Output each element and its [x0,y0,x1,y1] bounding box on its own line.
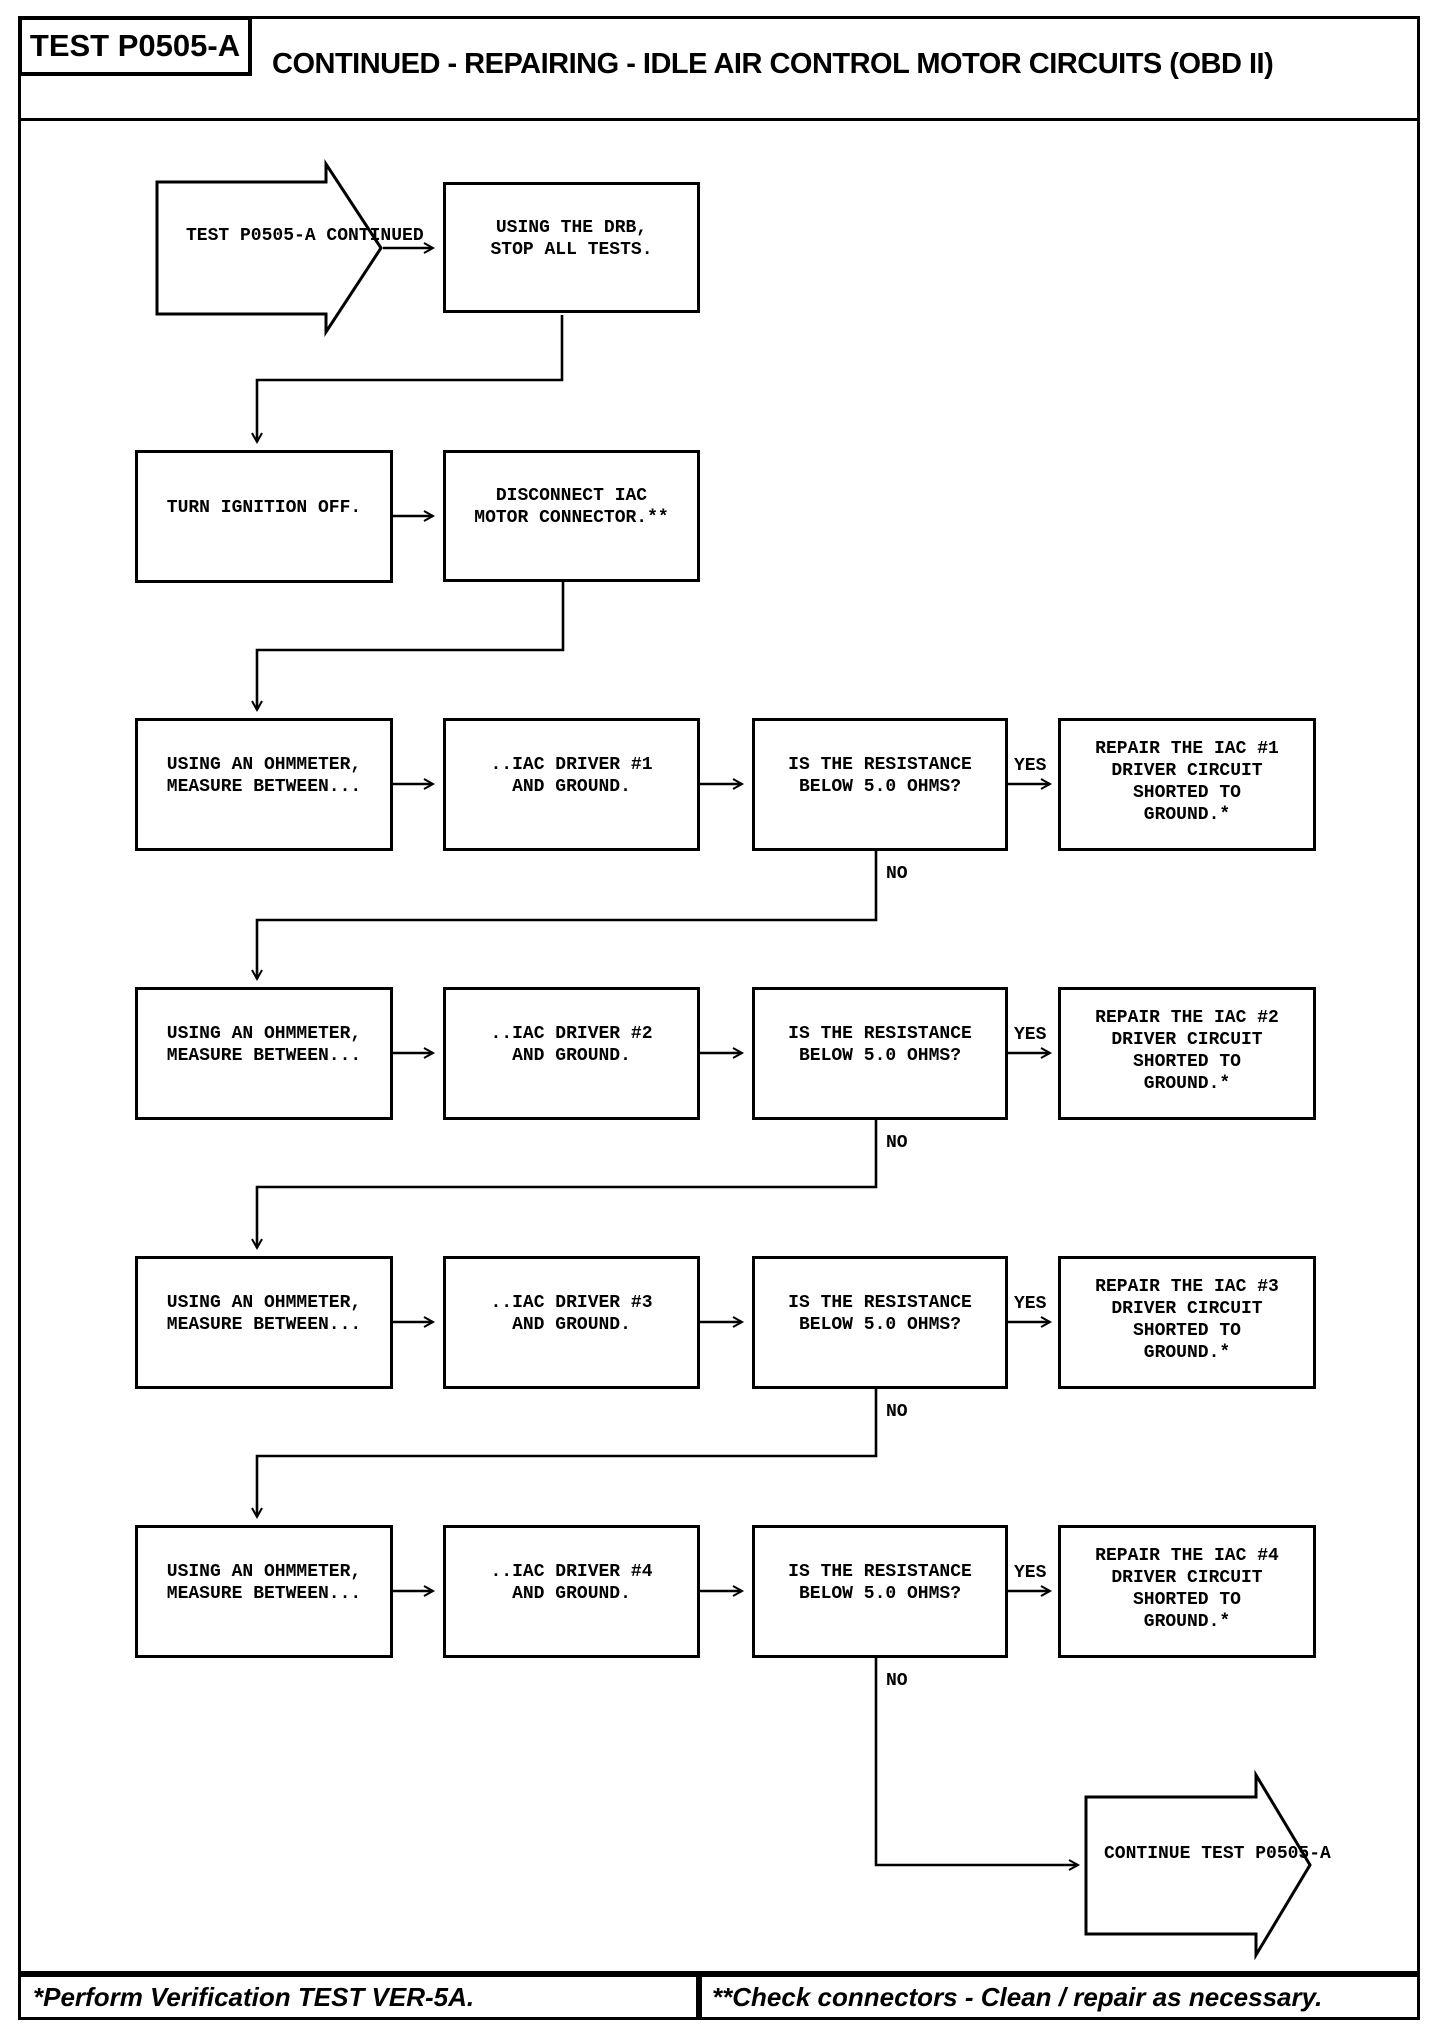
node-ignition-off: TURN IGNITION OFF. [135,450,393,583]
end-node-label: CONTINUE TEST P0505-A [1104,1844,1331,1864]
node-row1-question-label: IS THE RESISTANCE BELOW 5.0 OHMS? [788,754,972,797]
node-disconnect-iac: DISCONNECT IAC MOTOR CONNECTOR.** [443,450,700,582]
node-row2-question: IS THE RESISTANCE BELOW 5.0 OHMS? [752,987,1008,1120]
row1-no-label: NO [886,864,908,884]
node-row4-measure: USING AN OHMMETER, MEASURE BETWEEN... [135,1525,393,1658]
node-row2-question-label: IS THE RESISTANCE BELOW 5.0 OHMS? [788,1023,972,1066]
node-row4-target-label: ..IAC DRIVER #4 AND GROUND. [490,1561,653,1604]
row2-yes-label: YES [1014,1025,1047,1045]
node-row1-repair: REPAIR THE IAC #1 DRIVER CIRCUIT SHORTED… [1058,718,1316,851]
connector-row3-no [251,1389,878,1520]
row3-no-label: NO [886,1402,908,1422]
node-row2-target: ..IAC DRIVER #2 AND GROUND. [443,987,700,1120]
row1-yes-label: YES [1014,756,1047,776]
node-row2-repair: REPAIR THE IAC #2 DRIVER CIRCUIT SHORTED… [1058,987,1316,1120]
node-row2-target-label: ..IAC DRIVER #2 AND GROUND. [490,1023,653,1066]
row4-no-label: NO [886,1671,908,1691]
node-row1-measure-label: USING AN OHMMETER, MEASURE BETWEEN... [166,754,362,797]
node-row4-question-label: IS THE RESISTANCE BELOW 5.0 OHMS? [788,1561,972,1604]
node-row4-question: IS THE RESISTANCE BELOW 5.0 OHMS? [752,1525,1008,1658]
node-row4-measure-label: USING AN OHMMETER, MEASURE BETWEEN... [166,1561,362,1604]
row2-no-label: NO [886,1133,908,1153]
node-row4-target: ..IAC DRIVER #4 AND GROUND. [443,1525,700,1658]
node-row2-measure-label: USING AN OHMMETER, MEASURE BETWEEN... [166,1023,362,1066]
node-row3-measure: USING AN OHMMETER, MEASURE BETWEEN... [135,1256,393,1389]
node-row3-question: IS THE RESISTANCE BELOW 5.0 OHMS? [752,1256,1008,1389]
node-row3-question-label: IS THE RESISTANCE BELOW 5.0 OHMS? [788,1292,972,1335]
node-row3-repair: REPAIR THE IAC #3 DRIVER CIRCUIT SHORTED… [1058,1256,1316,1389]
node-row1-repair-label: REPAIR THE IAC #1 DRIVER CIRCUIT SHORTED… [1095,738,1279,825]
row3-yes-label: YES [1014,1294,1047,1314]
node-row2-measure: USING AN OHMMETER, MEASURE BETWEEN... [135,987,393,1120]
page-title: CONTINUED - REPAIRING - IDLE AIR CONTROL… [272,47,1274,80]
node-stop-tests: USING THE DRB, STOP ALL TESTS. [443,182,700,313]
footer-note-verification: *Perform Verification TEST VER-5A. [18,1974,699,2020]
node-row4-repair-label: REPAIR THE IAC #4 DRIVER CIRCUIT SHORTED… [1095,1545,1279,1632]
end-arrow-shape [1084,1769,1312,1961]
node-row1-question: IS THE RESISTANCE BELOW 5.0 OHMS? [752,718,1008,851]
footer-note-connectors: **Check connectors - Clean / repair as n… [699,1974,1420,2020]
connector-row2-no [251,1120,878,1251]
node-stop-tests-label: USING THE DRB, STOP ALL TESTS. [490,217,653,260]
node-row3-target: ..IAC DRIVER #3 AND GROUND. [443,1256,700,1389]
node-row3-measure-label: USING AN OHMMETER, MEASURE BETWEEN... [166,1292,362,1335]
test-id-box: TEST P0505-A [18,16,252,76]
start-arrow-shape [155,158,383,338]
connector-disconnect-row1 [251,582,565,713]
connector-row4-no-continue [874,1658,1081,1871]
node-row1-measure: USING AN OHMMETER, MEASURE BETWEEN... [135,718,393,851]
start-node-label: TEST P0505-A CONTINUED [186,226,424,246]
node-disconnect-iac-label: DISCONNECT IAC MOTOR CONNECTOR.** [474,486,669,528]
node-row1-target-label: ..IAC DRIVER #1 AND GROUND. [490,754,653,797]
node-ignition-off-label: TURN IGNITION OFF. [166,497,362,518]
test-id: TEST P0505-A [29,28,241,63]
node-row3-target-label: ..IAC DRIVER #3 AND GROUND. [490,1292,653,1335]
connector-stoptests-ignition [251,315,564,445]
node-row2-repair-label: REPAIR THE IAC #2 DRIVER CIRCUIT SHORTED… [1095,1007,1279,1094]
row4-yes-label: YES [1014,1563,1047,1583]
node-row1-target: ..IAC DRIVER #1 AND GROUND. [443,718,700,851]
connector-row1-no [251,851,878,982]
node-row4-repair: REPAIR THE IAC #4 DRIVER CIRCUIT SHORTED… [1058,1525,1316,1658]
node-row3-repair-label: REPAIR THE IAC #3 DRIVER CIRCUIT SHORTED… [1095,1276,1279,1363]
